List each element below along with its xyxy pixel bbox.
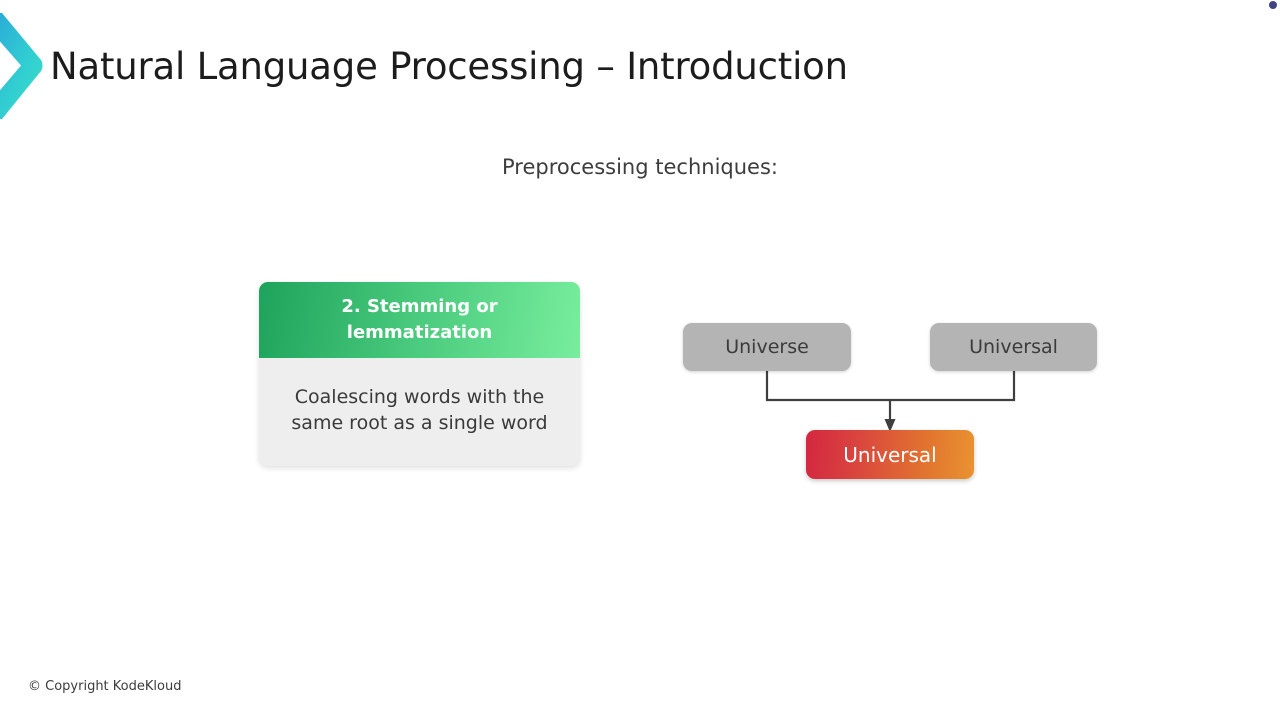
technique-card: 2. Stemming or lemmatization Coalescing … <box>259 282 580 467</box>
diagram-result-label: Universal <box>843 442 937 467</box>
diagram-node-universal: Universal <box>930 323 1097 371</box>
diagram-connectors <box>765 371 1016 432</box>
technique-card-description: Coalescing words with the same root as a… <box>291 386 548 435</box>
stemming-diagram: Universe Universal Universal <box>660 300 1130 510</box>
footer-copyright: © Copyright KodeKloud <box>28 679 182 694</box>
technique-card-header: 2. Stemming or lemmatization <box>259 282 580 358</box>
chevron-logo-icon <box>0 12 43 120</box>
diagram-node-label: Universal <box>969 336 1058 358</box>
diagram-node-universe: Universe <box>683 323 851 371</box>
diagram-node-result: Universal <box>806 430 974 479</box>
technique-card-title: 2. Stemming or lemmatization <box>341 295 498 343</box>
subtitle-text: Preprocessing techniques: <box>502 155 778 179</box>
diagram-node-label: Universe <box>725 336 809 358</box>
technique-card-body: Coalescing words with the same root as a… <box>259 358 580 467</box>
page-title: Natural Language Processing – Introducti… <box>50 45 848 88</box>
corner-dot-marker <box>1269 1 1277 9</box>
